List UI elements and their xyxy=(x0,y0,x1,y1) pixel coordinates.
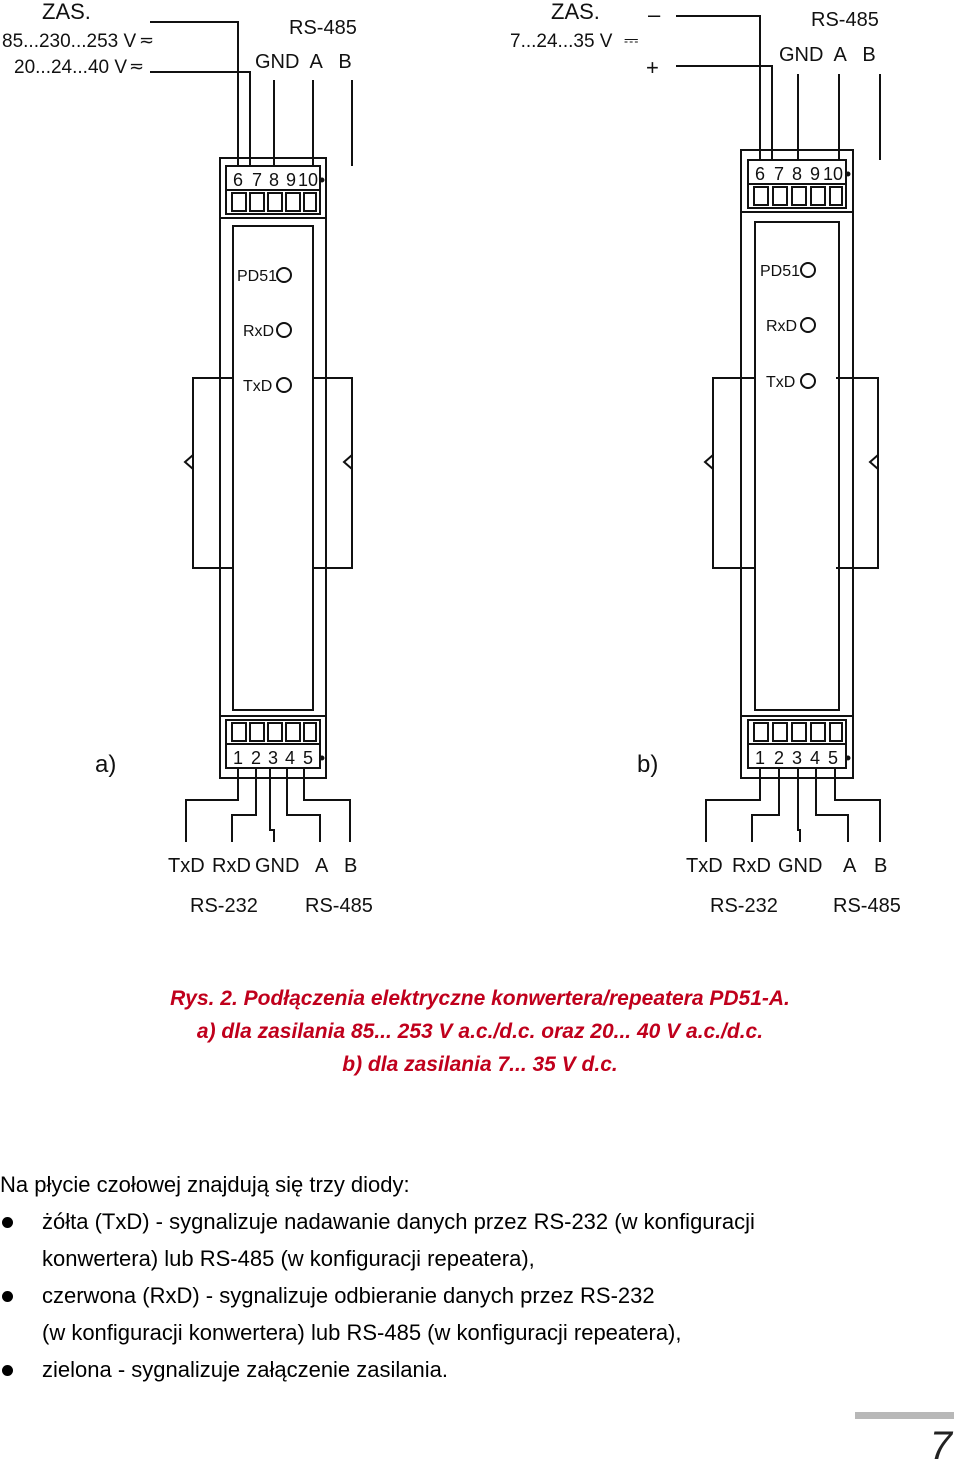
terminal-label: 8 xyxy=(269,170,279,190)
terminal-label: 4 xyxy=(285,748,295,768)
bullet-icon xyxy=(2,1217,13,1228)
led-pd51-b xyxy=(800,262,816,278)
caption-line: Rys. 2. Podłączenia elektryczne konwerte… xyxy=(170,987,790,1010)
terminal-label: 1 xyxy=(233,748,243,768)
terminal-label: 1 xyxy=(755,748,765,768)
list-item-line: zielona - sygnalizuje załączenie zasilan… xyxy=(42,1357,449,1382)
wiring-diagram: ZAS. 85...230...253 V ≂ 20...24...40 V ≂… xyxy=(2,0,901,917)
terminal-label: 10 xyxy=(823,164,843,184)
terminal-label: 7 xyxy=(774,164,784,184)
list-item: czerwona (RxD) - sygnalizuje odbieranie … xyxy=(0,1277,960,1351)
led-label: PD51 xyxy=(237,268,277,285)
terminal-label: 9 xyxy=(286,170,296,190)
signal-label: B xyxy=(874,855,887,877)
signal-label: A xyxy=(843,855,857,877)
terminal-label: 5 xyxy=(828,748,838,768)
terminal-label: 10 xyxy=(298,170,318,190)
supply-title-b: ZAS. xyxy=(551,0,600,24)
ac-dc-symbol-a-2: ≂ xyxy=(129,56,144,76)
terminal-label: 7 xyxy=(252,170,262,190)
signal-label: TxD xyxy=(686,855,723,877)
rs485-title-a: RS-485 xyxy=(289,17,357,39)
rs485-pins-a: GND A B xyxy=(255,51,352,73)
signal-label: GND xyxy=(778,855,822,877)
bullet-icon xyxy=(2,1291,13,1302)
led-list: żółta (TxD) - sygnalizuje nadawanie dany… xyxy=(0,1203,960,1388)
module-a xyxy=(150,21,353,842)
supply-plus-b: + xyxy=(646,55,659,80)
list-item-line: konwertera) lub RS-485 (w konfiguracji r… xyxy=(42,1246,535,1271)
panel-label-b: b) xyxy=(637,751,658,778)
led-label: PD51 xyxy=(760,263,800,280)
led-label: TxD xyxy=(243,378,272,395)
signal-label: RxD xyxy=(732,855,771,877)
signal-label: A xyxy=(315,855,329,877)
signal-label: GND xyxy=(255,855,299,877)
supply-minus-b: – xyxy=(648,2,661,27)
terminal-label: 8 xyxy=(792,164,802,184)
terminal-label: 3 xyxy=(792,748,802,768)
group-label-rs485-b: RS-485 xyxy=(833,895,901,917)
dc-symbol-b: ⎓ xyxy=(624,30,638,50)
group-label-rs485-a: RS-485 xyxy=(305,895,373,917)
rs485-pins-b: GND A B xyxy=(779,44,876,66)
list-item: żółta (TxD) - sygnalizuje nadawanie dany… xyxy=(0,1203,960,1277)
terminal-label: 3 xyxy=(268,748,278,768)
caption-line: a) dla zasilania 85... 253 V a.c./d.c. o… xyxy=(196,1020,764,1043)
led-label: TxD xyxy=(766,374,795,391)
signal-label: B xyxy=(344,855,357,877)
led-txd-a xyxy=(276,377,292,393)
signal-label: TxD xyxy=(168,855,205,877)
page-footer-bar xyxy=(855,1412,954,1419)
led-rxd-b xyxy=(800,317,816,333)
group-label-rs232-a: RS-232 xyxy=(190,895,258,917)
figure-caption: Rys. 2. Podłączenia elektryczne konwerte… xyxy=(0,982,960,1081)
supply-range-a-2: 20...24...40 V xyxy=(14,57,127,78)
group-label-rs232-b: RS-232 xyxy=(710,895,778,917)
bullet-icon xyxy=(2,1365,13,1376)
led-label: RxD xyxy=(243,323,274,340)
terminal-label: 6 xyxy=(233,170,243,190)
page-number: 7 xyxy=(929,1424,952,1468)
terminal-label: 9 xyxy=(810,164,820,184)
led-txd-b xyxy=(800,373,816,389)
terminal-label: 2 xyxy=(774,748,784,768)
list-item-line: żółta (TxD) - sygnalizuje nadawanie dany… xyxy=(42,1209,755,1234)
supply-title-a: ZAS. xyxy=(42,0,91,24)
intro-paragraph: Na płycie czołowej znajdują się trzy dio… xyxy=(0,1172,410,1197)
list-item-line: (w konfiguracji konwertera) lub RS-485 (… xyxy=(42,1320,682,1345)
led-description: Na płycie czołowej znajdują się trzy dio… xyxy=(0,1166,960,1388)
caption-line: b) dla zasilania 7... 35 V d.c. xyxy=(342,1053,618,1076)
list-item-line: czerwona (RxD) - sygnalizuje odbieranie … xyxy=(42,1283,655,1308)
panel-label-a: a) xyxy=(95,751,116,778)
supply-range-b: 7...24...35 V xyxy=(510,31,613,52)
supply-range-a-1: 85...230...253 V xyxy=(2,31,136,52)
led-rxd-a xyxy=(276,322,292,338)
led-pd51-a xyxy=(276,267,292,283)
list-item: zielona - sygnalizuje załączenie zasilan… xyxy=(0,1351,960,1388)
led-label: RxD xyxy=(766,318,797,335)
rs485-title-b: RS-485 xyxy=(811,9,879,31)
terminal-label: 6 xyxy=(755,164,765,184)
terminal-label: 5 xyxy=(303,748,313,768)
terminal-label: 4 xyxy=(810,748,820,768)
module-b xyxy=(676,15,881,842)
ac-dc-symbol-a-1: ≂ xyxy=(139,30,154,50)
signal-label: RxD xyxy=(212,855,251,877)
terminal-label: 2 xyxy=(251,748,261,768)
